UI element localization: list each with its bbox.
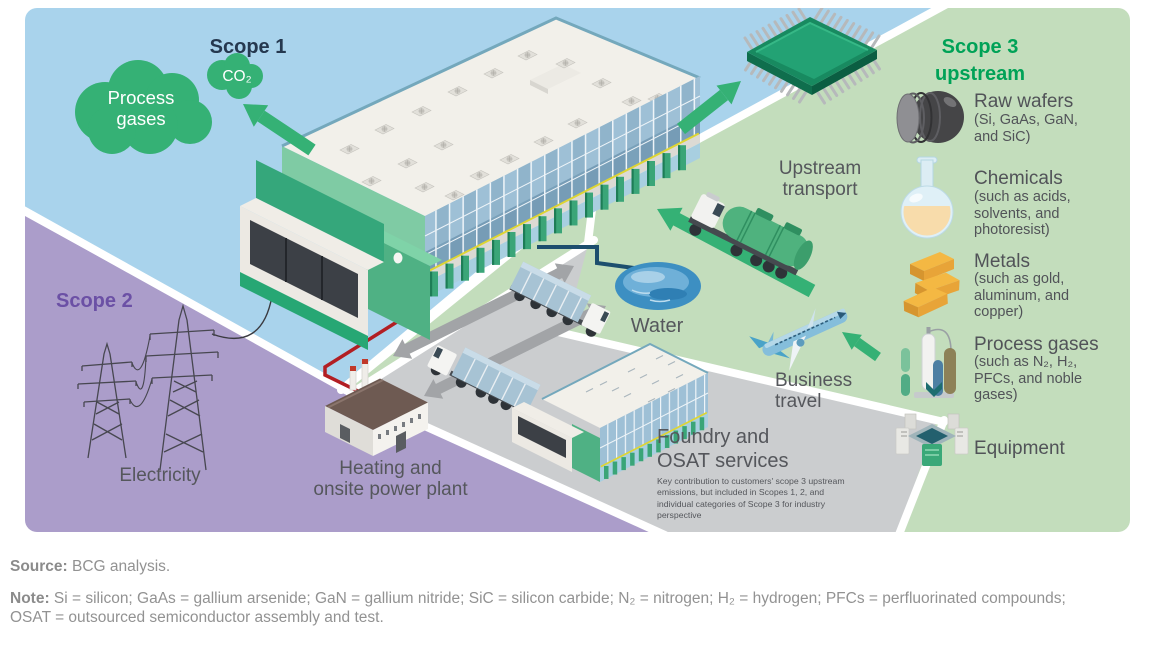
scope2-purple-region [25, 216, 652, 532]
source-text: BCG analysis. [67, 558, 171, 575]
column [631, 168, 640, 194]
item-metals-detail: (such as gold, aluminum, and copper) [974, 271, 1070, 321]
flask-icon [900, 156, 954, 239]
scope2-label: Scope 2 [56, 290, 133, 312]
heating-line1: Heating and [339, 458, 442, 479]
co2-label: CO₂ [222, 68, 252, 85]
foundry-line1: Foundry and [657, 426, 770, 448]
fab-equipment-icon [895, 413, 969, 466]
column [673, 430, 679, 444]
fab-colonnade [430, 145, 686, 297]
cloud-process-gases [75, 60, 212, 154]
container-truck-inbound [509, 261, 611, 337]
electricity-label: Electricity [119, 465, 201, 486]
foundry-colonnade [604, 417, 705, 479]
column [523, 224, 531, 250]
water-pond [615, 262, 701, 310]
water-label: Water [630, 315, 684, 337]
note-label: Note: [10, 590, 50, 607]
chip-arrow [676, 81, 741, 135]
item-equipment: Equipment [974, 438, 1065, 459]
foundry-title: Foundry and OSAT services [657, 426, 817, 473]
note-text: Si = silicon; GaAs = gallium arsenide; G… [10, 590, 1066, 626]
column [638, 448, 644, 462]
column [585, 192, 593, 218]
scope3-arrow [842, 332, 881, 362]
column [604, 465, 609, 479]
column [612, 461, 618, 475]
column [430, 271, 438, 297]
column [647, 161, 655, 187]
note-line: Note: Si = silicon; GaAs = gallium arsen… [10, 590, 1095, 628]
column [492, 239, 500, 265]
source-line: Source: BCG analysis. [10, 558, 170, 577]
column [630, 452, 635, 466]
process-gases-label: Process gases [107, 87, 175, 129]
item-chemicals: Chemicals [974, 168, 1063, 189]
scope3-title-line1: Scope 3 [941, 36, 1019, 58]
foundry-building [512, 342, 709, 482]
foundry-line2: OSAT services [657, 449, 789, 472]
power-wire [211, 295, 273, 339]
power-pylons [77, 303, 219, 471]
column [461, 255, 469, 281]
item-process-gases: Process gases [974, 334, 1099, 355]
column [600, 184, 609, 210]
column [476, 247, 485, 273]
scope3-title-line2: upstream [934, 63, 1026, 85]
column [554, 208, 562, 234]
container-truck-outbound [427, 345, 541, 414]
wafer-stack-icon [896, 91, 964, 144]
item-raw-wafers-detail: (Si, GaAs, GaN, and SiC) [974, 112, 1078, 145]
column [691, 421, 696, 435]
upstream-transport-label: Upstream transport [778, 158, 862, 201]
cloud-co2 [207, 53, 263, 99]
chip-pins [743, 8, 881, 105]
column [699, 417, 705, 431]
business-travel-label: Business travel [775, 370, 853, 413]
column [682, 426, 687, 440]
column [647, 443, 652, 457]
column [656, 439, 661, 453]
gas-cylinders-icon [901, 327, 956, 398]
column [664, 434, 670, 448]
column [445, 263, 454, 289]
chip [743, 8, 881, 105]
heating-plant [325, 359, 428, 456]
column [538, 216, 547, 242]
airplane [749, 308, 848, 371]
item-raw-wafers: Raw wafers [974, 91, 1074, 112]
column [678, 145, 686, 171]
column [507, 232, 516, 258]
item-process-gases-detail: (such as N₂, H₂, PFCs, and noble gases) [974, 354, 1083, 404]
source-label: Source: [10, 558, 68, 575]
heating-plant-label: Heating and onsite power plant [298, 458, 483, 501]
foundry-note: Key contribution to customers' scope 3 u… [657, 476, 845, 521]
water-pipe [537, 245, 635, 270]
emissions-arrow [243, 104, 316, 156]
heating-line2: onsite power plant [313, 479, 468, 501]
column [621, 457, 626, 471]
item-chemicals-detail: (such as acids, solvents, and photoresis… [974, 189, 1071, 239]
tanker-truck [688, 192, 813, 279]
item-metals: Metals [974, 251, 1030, 272]
column [662, 153, 671, 179]
column [616, 176, 624, 202]
fab-building [240, 16, 701, 350]
scope1-label: Scope 1 [209, 36, 287, 58]
scope3-title: Scope 3 upstream [925, 34, 1035, 88]
column [569, 200, 578, 226]
